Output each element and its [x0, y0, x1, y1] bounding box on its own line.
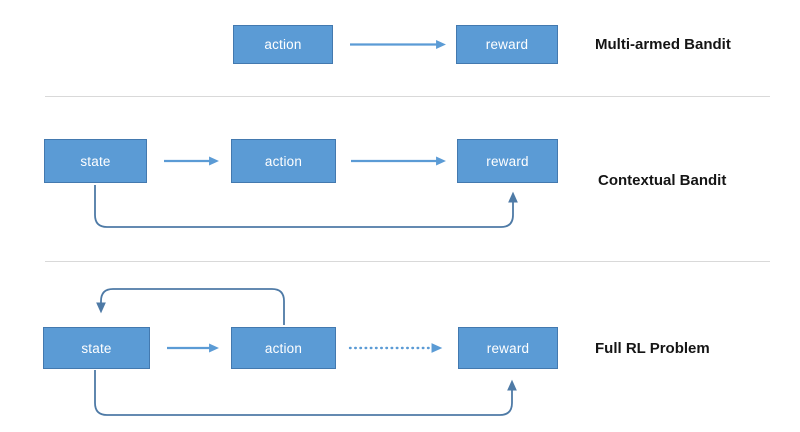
row-divider-1 — [45, 96, 770, 97]
row-title-full-rl-problem: Full RL Problem — [595, 340, 710, 357]
node-r3-reward: reward — [458, 327, 558, 369]
row-title-contextual-bandit: Contextual Bandit — [598, 172, 727, 189]
node-label: reward — [486, 153, 529, 169]
node-label: action — [264, 37, 302, 52]
row-divider-2 — [45, 261, 770, 262]
node-label: state — [81, 340, 112, 356]
node-label: state — [80, 153, 111, 169]
row-title-multi-armed-bandit: Multi-armed Bandit — [595, 36, 731, 53]
node-label: action — [264, 153, 303, 169]
node-r1-reward: reward — [456, 25, 558, 64]
curve-r2-state-to-reward — [94, 185, 518, 228]
node-r1-action: action — [233, 25, 333, 64]
node-label: action — [264, 340, 303, 356]
curve-r3-state-to-reward — [94, 370, 517, 416]
node-r2-action: action — [231, 139, 336, 183]
curve-r3-action-to-state — [96, 288, 285, 325]
node-r2-state: state — [44, 139, 147, 183]
node-r3-state: state — [43, 327, 150, 369]
node-r2-reward: reward — [457, 139, 558, 183]
node-label: reward — [486, 340, 530, 356]
node-r3-action: action — [231, 327, 336, 369]
node-label: reward — [485, 37, 529, 52]
